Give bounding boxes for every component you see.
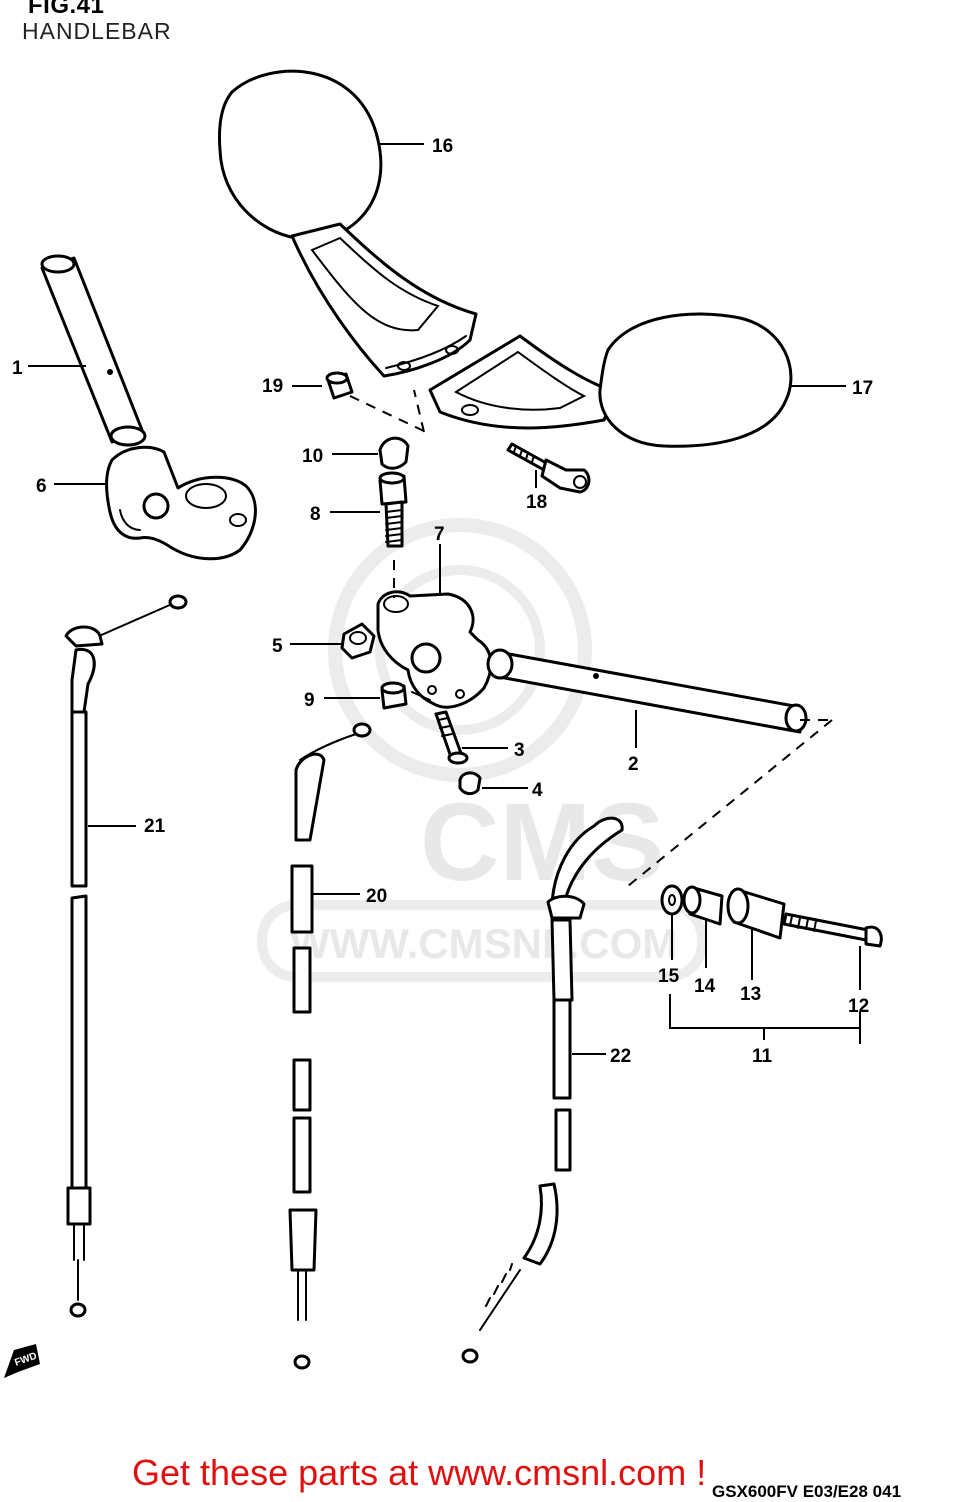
callout-12: 12 (848, 996, 869, 1017)
callout-21: 21 (144, 816, 166, 837)
promo-link-text[interactable]: Get these parts at www.cmsnl.com ! (132, 1452, 707, 1493)
screw-12 (782, 912, 870, 942)
watermark-url: WWW.CMSNL.COM (290, 920, 677, 967)
left-clamp-holder (105, 445, 257, 561)
callout-6: 6 (36, 476, 47, 497)
spacer-9 (380, 681, 408, 710)
figure-subtitle: HANDLEBAR (22, 18, 172, 44)
callout-15: 15 (658, 966, 680, 987)
callout-3: 3 (514, 740, 525, 761)
callout-22: 22 (610, 1046, 631, 1067)
right-clamp-holder (376, 590, 493, 709)
fwd-direction-icon: FWD (4, 1344, 40, 1378)
clamp-bolt-3 (434, 710, 469, 765)
callout-4: 4 (532, 780, 543, 801)
clamp-bolt (378, 471, 408, 548)
model-code: GSX600FV E03/E28 041 (712, 1482, 902, 1501)
callout-10: 10 (302, 446, 323, 467)
callout-17: 17 (852, 378, 873, 399)
callout-14: 14 (694, 976, 716, 997)
callout-2: 2 (628, 754, 639, 775)
callout-labels: 16 1 19 17 10 6 18 8 7 5 9 3 2 4 21 20 1… (12, 136, 873, 1067)
grip-pipe (40, 254, 147, 447)
callout-16: 16 (432, 136, 453, 157)
clutch-cable (64, 594, 188, 1318)
throttle-cable-22 (461, 816, 624, 1364)
callout-7: 7 (434, 524, 445, 545)
callout-18: 18 (526, 492, 547, 513)
callout-13: 13 (740, 984, 761, 1005)
callout-11: 11 (752, 1046, 773, 1067)
mirror-bolt (506, 442, 591, 494)
cms-watermark: CMS WWW.CMSNL.COM (257, 518, 707, 982)
callout-1: 1 (12, 358, 23, 379)
washer-15 (660, 884, 684, 916)
throttle-cable-20 (288, 722, 372, 1370)
callout-9: 9 (304, 690, 315, 711)
bolt-cap-4 (458, 771, 482, 796)
callout-20: 20 (366, 886, 387, 907)
hex-nut-5 (340, 622, 376, 660)
callout-19: 19 (262, 376, 283, 397)
figure-title: FIG.41 (28, 0, 105, 19)
balancer-set (660, 884, 883, 948)
callout-5: 5 (272, 636, 283, 657)
assembly-guide-lines (349, 389, 833, 887)
right-mirror (428, 312, 793, 448)
leader-lines (28, 143, 861, 1055)
bolt-cap (378, 436, 410, 470)
mirror-spacer (325, 371, 354, 400)
left-mirror (218, 69, 478, 378)
callout-8: 8 (310, 504, 321, 525)
handlebar-tube (486, 648, 808, 734)
watermark-brand: CMS (420, 781, 664, 904)
